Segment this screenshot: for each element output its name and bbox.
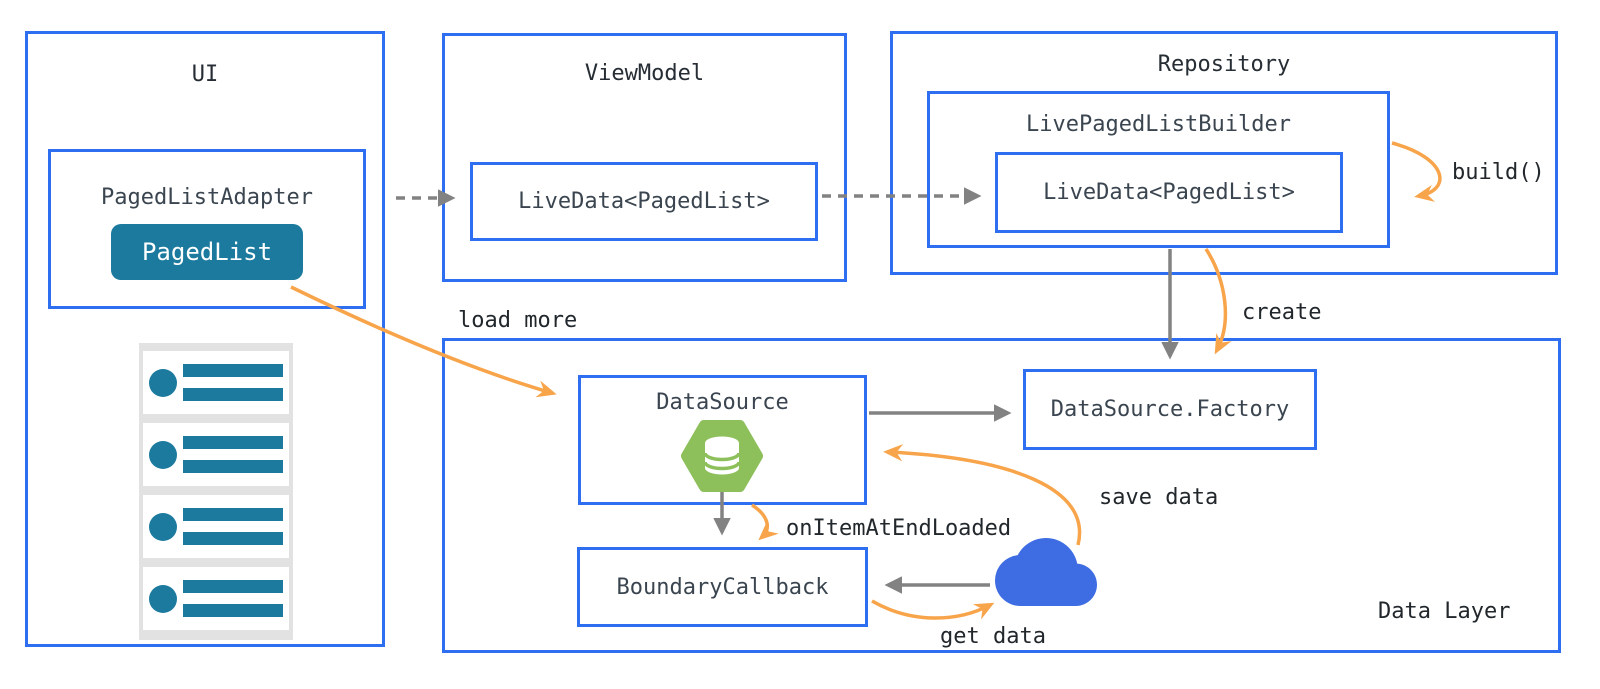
recycler-list	[139, 343, 293, 640]
list-item	[143, 495, 289, 558]
live-paged-list-builder-label: LivePagedListBuilder	[1026, 112, 1291, 137]
build-annotation: build()	[1452, 160, 1545, 185]
list-item-line	[183, 604, 283, 617]
list-item-line	[183, 508, 283, 521]
viewmodel-section-box: ViewModel	[442, 33, 847, 282]
list-item-avatar	[149, 368, 177, 397]
boundary-callback-label: BoundaryCallback	[616, 574, 829, 600]
data-layer-title: Data Layer	[1378, 599, 1511, 624]
datasource-box: DataSource	[578, 375, 867, 505]
list-item	[143, 351, 289, 414]
datasource-factory-label: DataSource.Factory	[1050, 397, 1290, 422]
list-item-line	[183, 580, 283, 593]
list-item-line	[183, 460, 283, 473]
datasource-label: DataSource	[656, 390, 789, 415]
livedata-pagedlist-label: LiveData<PagedList>	[1043, 180, 1295, 205]
boundary-callback-box: BoundaryCallback	[577, 547, 868, 627]
paged-list-label: PagedList	[141, 238, 273, 266]
on-item-at-end-loaded-annotation: onItemAtEndLoaded	[786, 516, 1012, 541]
list-item-avatar	[149, 512, 177, 541]
list-item-line	[183, 532, 283, 545]
list-item	[143, 567, 289, 630]
list-item	[143, 423, 289, 486]
list-item-line	[183, 364, 283, 377]
get-data-annotation: get data	[940, 624, 1046, 649]
list-item-line	[183, 436, 283, 449]
livedata-pagedlist-box-viewmodel: LiveData<PagedList>	[470, 162, 818, 241]
datasource-factory-box: DataSource.Factory	[1023, 369, 1317, 450]
create-annotation: create	[1242, 300, 1322, 325]
livedata-pagedlist-box-repository: LiveData<PagedList>	[995, 152, 1343, 233]
paged-list-adapter-label: PagedListAdapter	[101, 185, 313, 210]
paged-list-chip: PagedList	[111, 224, 303, 280]
list-item-avatar	[149, 584, 177, 613]
list-item-avatar	[149, 440, 177, 469]
livedata-pagedlist-label: LiveData<PagedList>	[518, 189, 770, 214]
ui-title: UI	[191, 62, 219, 87]
save-data-annotation: save data	[1099, 485, 1219, 510]
load-more-annotation: load more	[458, 308, 578, 333]
list-item-line	[183, 388, 283, 401]
repository-title: Repository	[1157, 52, 1291, 77]
viewmodel-title: ViewModel	[584, 61, 705, 86]
